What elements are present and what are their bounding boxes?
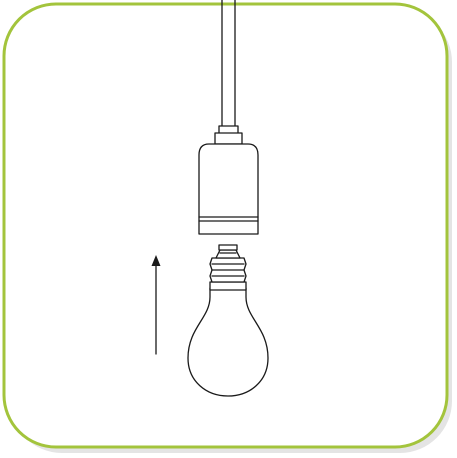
lamp-socket [198,125,259,235]
light-bulb [187,244,269,397]
arrow-up-icon [151,255,161,355]
power-cord [221,0,236,129]
